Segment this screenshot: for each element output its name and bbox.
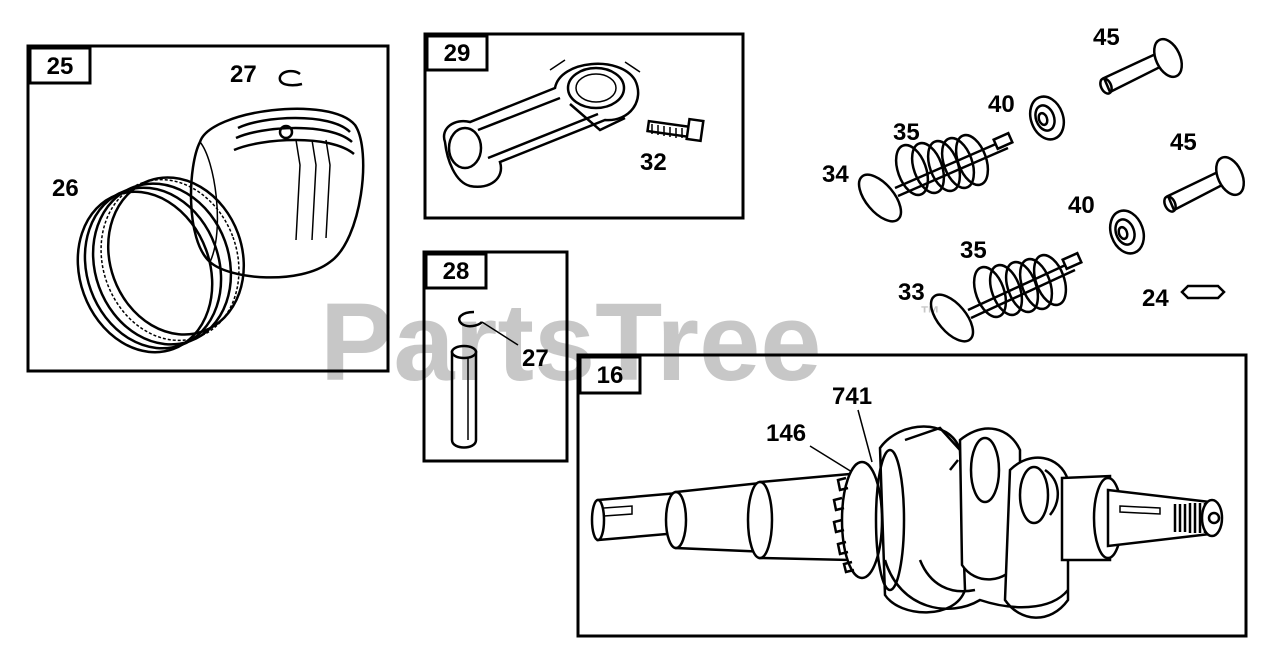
label-146: 146 — [766, 420, 806, 447]
piston-rings-drawing — [76, 176, 246, 354]
clip-27-drawing — [457, 310, 483, 328]
valve-34-drawing — [857, 131, 1014, 223]
label-45-lower: 45 — [1170, 129, 1197, 156]
label-34: 34 — [822, 161, 849, 188]
piston-drawing — [189, 107, 365, 279]
label-741: 741 — [832, 383, 872, 410]
crankshaft-drawing — [590, 425, 1224, 619]
group-25: 25 27 26 — [26, 44, 390, 373]
label-33: 33 — [898, 279, 925, 306]
retainer-40-top-drawing — [1028, 95, 1066, 141]
box-16-tag — [578, 355, 642, 395]
connecting-rod-drawing — [442, 59, 641, 189]
box-28-number: 28 — [443, 258, 470, 285]
valves-group: 45 40 35 34 45 — [822, 24, 1246, 343]
leader-741 — [857, 409, 873, 463]
bolt-32-drawing — [646, 117, 705, 143]
box-29-tag — [425, 34, 489, 72]
watermark-tm: ™ — [920, 303, 940, 325]
group-29: 29 32 — [423, 32, 745, 220]
box-25-tag — [28, 46, 92, 85]
label-40-lower: 40 — [1068, 192, 1095, 219]
label-32: 32 — [640, 149, 667, 176]
leader-146 — [809, 445, 853, 473]
label-26: 26 — [52, 175, 79, 202]
box-16-number: 16 — [597, 362, 624, 389]
label-27-box28: 27 — [522, 345, 549, 372]
label-27-top: 27 — [230, 61, 257, 88]
label-24: 24 — [1142, 285, 1169, 312]
group-28: 28 27 — [422, 250, 569, 463]
box-16 — [576, 353, 1248, 638]
label-40-top: 40 — [988, 91, 1015, 118]
box-28-tag — [424, 252, 488, 290]
watermark-text: PartsTree — [320, 281, 821, 404]
box-29-number: 29 — [444, 40, 471, 67]
label-45-top: 45 — [1093, 24, 1120, 51]
tappet-45-top-drawing — [1099, 37, 1184, 95]
valve-33-drawing — [929, 251, 1083, 343]
box-25-number: 25 — [47, 53, 74, 80]
box-25 — [26, 44, 390, 373]
clip-ring-27 — [278, 69, 303, 87]
box-29 — [423, 32, 745, 220]
watermark: PartsTree ™ — [320, 281, 940, 404]
leader-27 — [481, 321, 519, 346]
box-28 — [422, 250, 569, 463]
label-35-lower: 35 — [960, 237, 987, 264]
retainer-40-lower-drawing — [1108, 209, 1146, 255]
tappet-45-lower-drawing — [1163, 155, 1246, 213]
key-24-drawing — [1180, 284, 1226, 300]
group-16: 16 741 146 — [576, 353, 1248, 638]
label-35-top: 35 — [893, 119, 920, 146]
wrist-pin-drawing — [450, 344, 478, 449]
